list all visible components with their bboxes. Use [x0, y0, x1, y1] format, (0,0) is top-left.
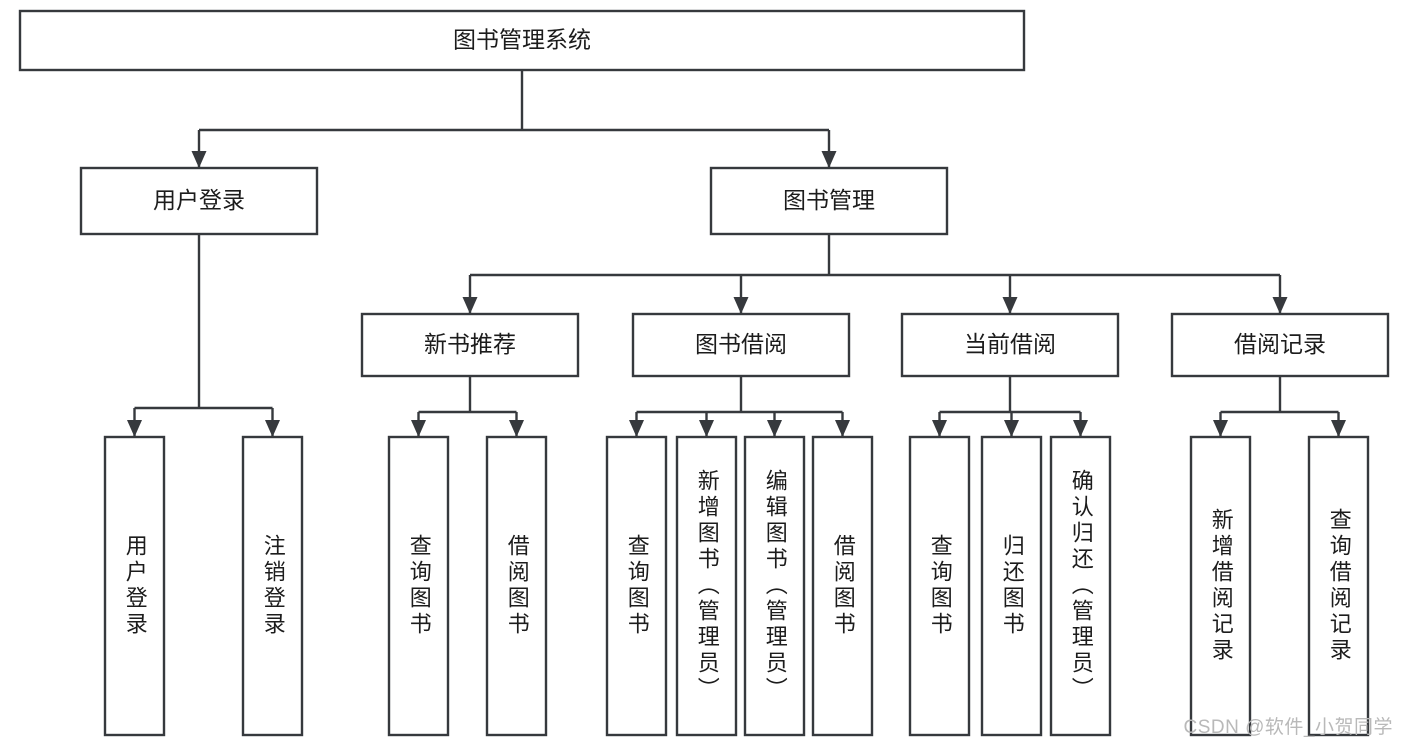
- watermark: CSDN @软件_小贺同学: [1183, 717, 1393, 738]
- node-box-leaf-query-book-2[interactable]: [605, 435, 668, 737]
- node-box-leaf-edit-book[interactable]: [743, 435, 806, 737]
- node-label-borrow-record: 借阅记录: [1234, 331, 1326, 357]
- node-box-leaf-user-login[interactable]: [103, 435, 166, 737]
- node-label-book-borrow: 图书借阅: [695, 331, 787, 357]
- arrowhead-layer: [127, 151, 1346, 437]
- node-box-layer: [18, 9, 1390, 737]
- node-box-leaf-borrow-book-2[interactable]: [811, 435, 874, 737]
- node-label-root: 图书管理系统: [453, 27, 591, 53]
- node-box-leaf-add-record[interactable]: [1189, 435, 1252, 737]
- node-label-current-borrow: 当前借阅: [964, 331, 1056, 357]
- node-label-book-manage: 图书管理: [783, 187, 875, 213]
- node-box-leaf-return-book[interactable]: [980, 435, 1043, 737]
- node-box-book-manage[interactable]: [709, 166, 949, 236]
- node-label-new-book-rec: 新书推荐: [424, 331, 516, 357]
- node-label-user-login: 用户登录: [153, 187, 245, 213]
- node-box-leaf-confirm-return[interactable]: [1049, 435, 1112, 737]
- node-box-book-borrow[interactable]: [631, 312, 851, 378]
- node-box-current-borrow[interactable]: [900, 312, 1120, 378]
- node-box-new-book-rec[interactable]: [360, 312, 580, 378]
- connector-layer: [133, 70, 1340, 436]
- node-box-leaf-query-record[interactable]: [1307, 435, 1370, 737]
- node-box-user-login[interactable]: [79, 166, 319, 236]
- node-box-root[interactable]: [18, 9, 1026, 72]
- node-box-borrow-record[interactable]: [1170, 312, 1390, 378]
- node-box-leaf-query-book-3[interactable]: [908, 435, 971, 737]
- node-box-leaf-query-book-1[interactable]: [387, 435, 450, 737]
- node-box-leaf-borrow-book-1[interactable]: [485, 435, 548, 737]
- node-box-leaf-user-logout[interactable]: [241, 435, 304, 737]
- node-box-leaf-add-book[interactable]: [675, 435, 738, 737]
